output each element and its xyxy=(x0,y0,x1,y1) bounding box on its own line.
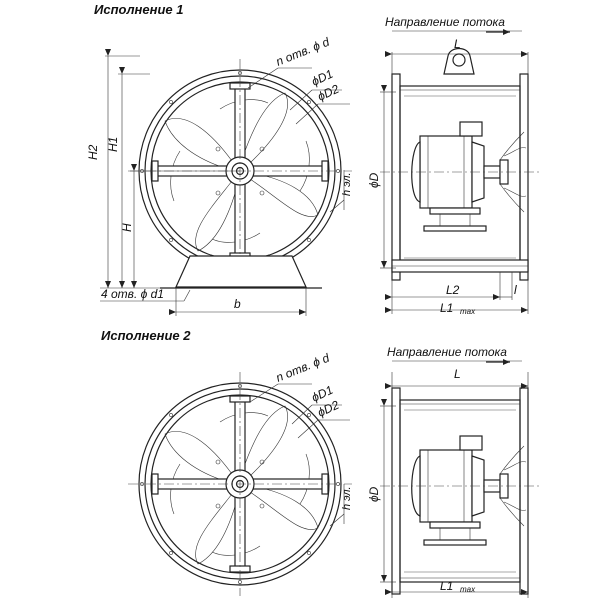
svg-text:b: b xyxy=(234,297,241,311)
svg-text:H2: H2 xyxy=(86,144,100,160)
svg-text:4 отв. ϕ d1: 4 отв. ϕ d1 xyxy=(101,287,164,301)
svg-text:L: L xyxy=(454,367,461,381)
variant2-dimensions xyxy=(249,383,350,527)
svg-text:L1: L1 xyxy=(440,301,453,315)
svg-text:l: l xyxy=(514,283,517,297)
variant1-title: Исполнение 1 xyxy=(94,2,184,17)
variant2-side-dimensions xyxy=(380,359,529,598)
svg-text:h эл.: h эл. xyxy=(341,172,353,196)
variant1-lifting-eye xyxy=(443,47,475,75)
svg-text:H: H xyxy=(120,223,134,232)
svg-text:H1: H1 xyxy=(106,137,120,152)
svg-text:h эл.: h эл. xyxy=(341,486,353,510)
svg-text:L: L xyxy=(454,37,461,51)
svg-text:Направление потока: Направление потока xyxy=(385,15,505,29)
svg-text:L2: L2 xyxy=(446,283,460,297)
svg-text:L1: L1 xyxy=(440,579,453,593)
svg-text:ϕD: ϕD xyxy=(367,486,381,502)
variant2-side-view xyxy=(379,387,541,595)
svg-text:max: max xyxy=(460,585,476,594)
variant2-side-labels: L ϕD L1 max xyxy=(367,367,476,594)
svg-text:ϕD: ϕD xyxy=(367,172,381,188)
variant2-title: Исполнение 2 xyxy=(101,328,191,343)
variant1-side-labels: L ϕD L2 l L1 max xyxy=(367,37,517,316)
svg-text:Исполнение 2: Исполнение 2 xyxy=(101,328,191,343)
svg-text:n отв. ϕ d: n отв. ϕ d xyxy=(274,35,332,69)
variant1-flow-label: Направление потока xyxy=(385,15,505,29)
variant1-dimensions xyxy=(100,49,350,316)
svg-text:max: max xyxy=(460,307,476,316)
variant1-side-feet xyxy=(391,259,529,273)
variant1-side-dimensions xyxy=(380,29,529,314)
variant1-side-view xyxy=(379,73,541,281)
svg-text:n отв. ϕ d: n отв. ϕ d xyxy=(274,351,332,385)
variant1-support-base xyxy=(160,255,322,294)
variant2-flow-label: Направление потока xyxy=(387,345,507,359)
svg-text:Направление потока: Направление потока xyxy=(387,345,507,359)
svg-text:Исполнение 1: Исполнение 1 xyxy=(94,2,184,17)
